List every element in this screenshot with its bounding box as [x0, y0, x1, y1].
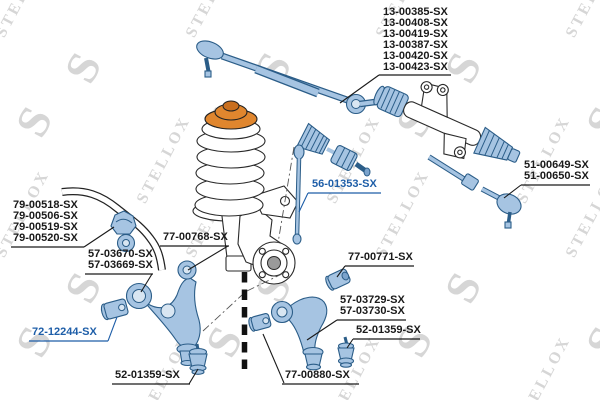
part-number: 77-00880-SX [285, 369, 350, 381]
part-label-label-72-12244[interactable]: 72-12244-SX [32, 327, 97, 338]
leader-line [346, 338, 354, 349]
drive-shaft [295, 122, 371, 177]
stabilizer-clamp [110, 210, 137, 235]
construction-lines [202, 146, 295, 369]
part-number: 57-03669-SX [88, 259, 153, 271]
rack-boot-right [473, 126, 514, 161]
leader-line [503, 184, 522, 199]
leader-line [140, 273, 153, 293]
leader-line [339, 74, 380, 104]
wheel-hub [252, 241, 296, 285]
part-number: 13-00385-SX [383, 6, 448, 18]
stabilizer-link [292, 144, 305, 245]
part-number: 57-03730-SX [340, 305, 405, 317]
part-label-label-52-01359-left: 52-01359-SX [115, 370, 180, 381]
strut-top-mount [201, 100, 261, 140]
leader-line [188, 368, 199, 385]
bushing-72-12244 [100, 298, 129, 321]
part-number: 57-03729-SX [340, 294, 405, 306]
rear-arm [270, 296, 328, 371]
part-number: 79-00518-SX [13, 199, 78, 211]
part-label-label-52-01359-right: 52-01359-SX [356, 325, 421, 336]
part-number: 13-00420-SX [383, 50, 448, 62]
inner-tie-rod [427, 154, 479, 191]
tie-rod-end-outer [480, 186, 522, 229]
part-number: 77-00768-SX [163, 231, 228, 243]
part-number: 13-00408-SX [383, 17, 448, 29]
part-number: 52-01359-SX [356, 324, 421, 336]
part-number: 13-00423-SX [383, 61, 448, 73]
leader-line [298, 192, 309, 213]
leader-line [83, 226, 115, 248]
part-label-label-77-00768: 77-00768-SX [163, 232, 228, 243]
bushing-77-00880 [248, 313, 272, 332]
coil-spring [194, 129, 266, 217]
part-label-label-56-01353[interactable]: 56-01353-SX [312, 179, 377, 190]
part-number: 51-00650-SX [524, 170, 589, 182]
part-number[interactable]: 72-12244-SX [32, 326, 97, 338]
leader-lines [11, 74, 590, 385]
part-label-label-77-00771: 77-00771-SX [348, 252, 413, 263]
leader-line [262, 333, 285, 384]
steering-arm-bracket [252, 185, 299, 219]
part-number: 51-00649-SX [524, 159, 589, 171]
leader-line [187, 245, 229, 271]
part-number: 79-00506-SX [13, 210, 78, 222]
part-number: 52-01359-SX [115, 369, 180, 381]
lower-control-arm [125, 260, 201, 367]
part-number: 57-03670-SX [88, 248, 153, 260]
stabilizer-bar [61, 187, 166, 271]
part-number: 79-00520-SX [13, 232, 78, 244]
leader-line [336, 265, 346, 278]
tie-rod-end-upper [196, 40, 224, 60]
part-label-label-77-00880: 77-00880-SX [285, 370, 350, 381]
part-number: 77-00771-SX [348, 251, 413, 263]
part-number[interactable]: 56-01353-SX [312, 178, 377, 190]
leader-line [107, 316, 118, 342]
bushing-77-00771 [325, 268, 351, 291]
part-number: 13-00387-SX [383, 39, 448, 51]
part-number: 13-00419-SX [383, 28, 448, 40]
part-number: 79-00519-SX [13, 221, 78, 233]
steering-rack-assembly [196, 40, 522, 229]
leader-line [306, 319, 338, 341]
